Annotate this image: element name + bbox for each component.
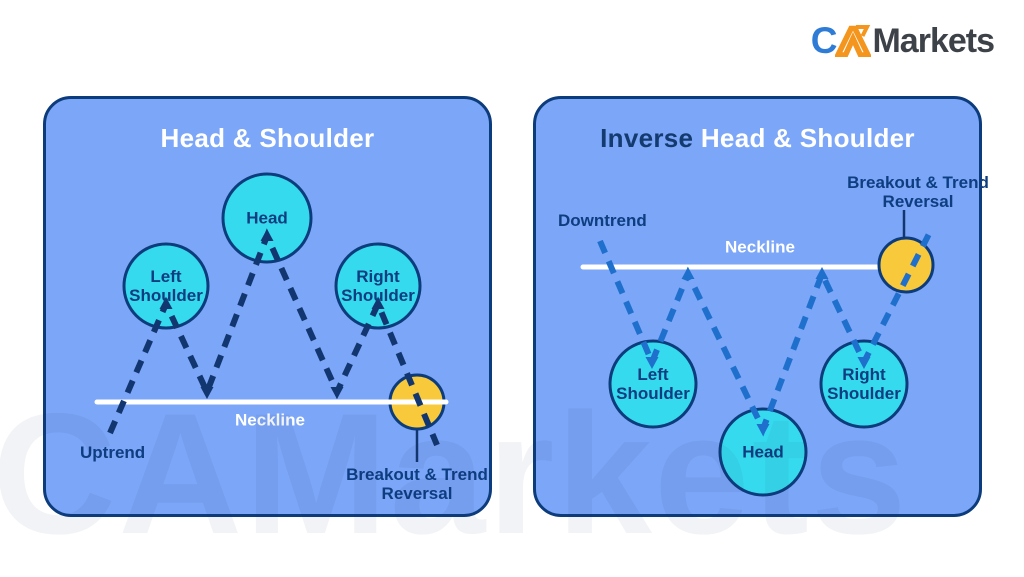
right-shoulder-circle	[819, 339, 909, 429]
left-shoulder-label: Left Shoulder	[616, 364, 690, 403]
downtrend-label: Downtrend	[558, 211, 647, 230]
logo-wordmark: Markets	[872, 21, 995, 60]
logo-a-triangle-icon	[835, 24, 872, 57]
left-shoulder-circle	[122, 242, 210, 330]
head-label: Head	[246, 208, 288, 228]
right-panel-title-rest: Head & Shoulder	[693, 123, 915, 153]
right-shoulder-label: Right Shoulder	[827, 364, 901, 403]
valley-arrow-icon	[330, 387, 344, 399]
breakout-label: Breakout & Trend Reversal	[847, 173, 989, 212]
inverse-head-and-shoulder-panel: Inverse Head & Shoulder Head Left Should…	[533, 96, 989, 517]
head-label: Head	[742, 442, 784, 462]
peak-arrow-icon	[681, 267, 695, 279]
logo-letter-c: C	[810, 20, 838, 61]
left-shoulder-circle	[608, 339, 698, 429]
left-shoulder-trough-arrow-icon	[645, 357, 659, 369]
head-peak-arrow-icon	[260, 229, 274, 241]
head-circle	[718, 407, 808, 497]
head-and-shoulder-panel: Head & Shoulder Head Left Shoulder Right…	[43, 96, 492, 517]
right-shoulder-label: Right Shoulder	[341, 266, 415, 305]
neckline-label: Neckline	[235, 410, 305, 430]
right-shoulder-peak-arrow-icon	[371, 297, 385, 309]
camarkets-logo: C Markets	[810, 20, 995, 61]
breakout-circle	[877, 236, 935, 294]
left-panel-title: Head & Shoulder	[160, 123, 375, 153]
neckline-label: Neckline	[725, 237, 795, 257]
breakout-label: Breakout & Trend Reversal	[346, 465, 488, 504]
head-circle	[221, 172, 313, 264]
right-shoulder-circle	[334, 242, 422, 330]
left-shoulder-peak-arrow-icon	[159, 297, 173, 309]
peak-arrow-icon	[815, 267, 829, 279]
head-trough-arrow-icon	[756, 424, 770, 436]
head-and-shoulder-diagram	[94, 172, 449, 462]
uptrend-label: Uptrend	[80, 443, 146, 462]
right-panel-title-prefix: Inverse	[600, 123, 694, 153]
valley-arrow-icon	[200, 387, 214, 399]
right-shoulder-trough-arrow-icon	[857, 357, 871, 369]
inverse-head-and-shoulder-diagram	[580, 210, 935, 497]
left-shoulder-label: Left Shoulder	[129, 266, 203, 305]
right-panel-title: Inverse Head & Shoulder	[536, 123, 979, 154]
